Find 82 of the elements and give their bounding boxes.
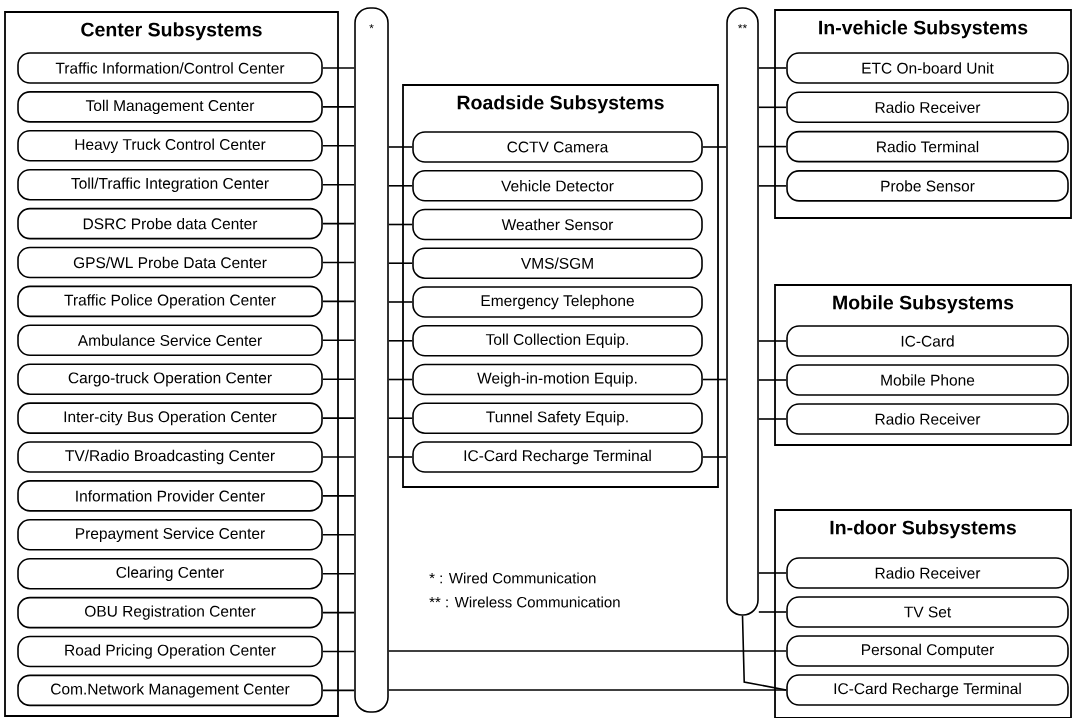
connector-line (388, 223, 413, 226)
subsystem-box: Weigh-in-motion Equip. (412, 363, 703, 396)
subsystem-box: Vehicle Detector (412, 170, 703, 202)
connector-line (758, 572, 787, 574)
connector-line (322, 145, 355, 147)
subsystem-box: IC-Card (786, 325, 1069, 357)
subsystem-box: Toll Collection Equip. (412, 325, 703, 357)
subsystem-box: Information Provider Center (17, 480, 323, 512)
subsystem-box: TV Set (786, 596, 1069, 628)
connector-line (322, 106, 355, 108)
subsystem-box: Heavy Truck Control Center (17, 130, 323, 162)
subsystem-box: Personal Computer (786, 635, 1069, 667)
subsystem-box: ETC On-board Unit (786, 52, 1069, 84)
subsystem-box: Ambulance Service Center (17, 324, 323, 357)
connector-line (322, 572, 355, 575)
connector-line (758, 379, 787, 381)
subsystem-box: Radio Receiver (786, 557, 1069, 589)
connector-line (758, 106, 787, 109)
subsystem-box: Traffic Information/Control Center (17, 52, 323, 84)
connector-line (388, 340, 413, 342)
connector-line (322, 183, 355, 186)
connector-line (702, 146, 727, 148)
connector-line (388, 689, 787, 691)
connector-line (758, 185, 787, 187)
subsystem-box: Weather Sensor (412, 208, 703, 241)
connector-line (388, 378, 413, 381)
communication-bus: * (354, 7, 389, 713)
connector-line (702, 378, 727, 381)
connector-line (322, 417, 355, 419)
subsystem-box: Radio Terminal (786, 130, 1069, 163)
connector-line (758, 145, 787, 148)
subsystem-box: OBU Registration Center (17, 596, 323, 629)
communication-bus: ** (726, 7, 759, 616)
connector-line (758, 611, 787, 613)
connector-line (741, 615, 787, 691)
connector-line (388, 650, 787, 652)
connector-line (758, 67, 787, 69)
subsystem-box: Clearing Center (17, 557, 323, 590)
note-text: ** : Wireless Communication (429, 596, 620, 608)
connector-line (322, 456, 355, 458)
subsystem-box: IC-Card Recharge Terminal (412, 441, 703, 473)
connector-line (758, 418, 787, 420)
note-text: * : Wired Communication (429, 572, 596, 584)
connector-line (388, 185, 413, 187)
subsystem-box: Toll Management Center (17, 91, 323, 123)
connector-line (758, 340, 787, 342)
connector-line (322, 300, 355, 303)
connector-line (322, 534, 355, 536)
subsystem-box: Tunnel Safety Equip. (412, 402, 703, 434)
subsystem-box: DSRC Probe data Center (17, 207, 323, 240)
subsystem-box: TV/Radio Broadcasting Center (17, 441, 323, 473)
connector-line (322, 339, 355, 342)
connector-line (702, 456, 727, 458)
connector-line (388, 301, 413, 303)
subsystem-box: Emergency Telephone (412, 286, 703, 318)
subsystem-box: Cargo-truck Operation Center (17, 363, 323, 395)
subsystem-box: Mobile Phone (786, 364, 1069, 396)
connector-line (388, 262, 413, 264)
subsystem-box: GPS/WL Probe Data Center (17, 246, 323, 279)
connector-line (322, 650, 355, 653)
connector-line (322, 611, 355, 614)
connector-line (388, 146, 413, 148)
subsystem-box: Prepayment Service Center (17, 519, 323, 551)
subsystem-box: CCTV Camera (412, 131, 703, 163)
connector-line (388, 417, 413, 419)
subsystem-box: IC-Card Recharge Terminal (786, 674, 1069, 706)
subsystem-box: Road Pricing Operation Center (17, 635, 323, 668)
connector-line (322, 689, 355, 692)
subsystem-box: Radio Receiver (786, 91, 1069, 124)
connector-line (322, 222, 355, 225)
connector-line (322, 495, 355, 497)
connector-line (322, 378, 355, 380)
connector-line (322, 261, 355, 264)
subsystem-box: VMS/SGM (412, 247, 703, 279)
subsystem-box: Traffic Police Operation Center (17, 285, 323, 318)
subsystem-box: Probe Sensor (786, 170, 1069, 202)
connector-line (388, 456, 413, 458)
subsystem-box: Radio Receiver (786, 403, 1069, 435)
subsystem-box: Toll/Traffic Integration Center (17, 168, 323, 201)
connector-line (322, 67, 355, 69)
subsystem-box: Com.Network Management Center (17, 674, 323, 707)
subsystem-box: Inter-city Bus Operation Center (17, 402, 323, 434)
